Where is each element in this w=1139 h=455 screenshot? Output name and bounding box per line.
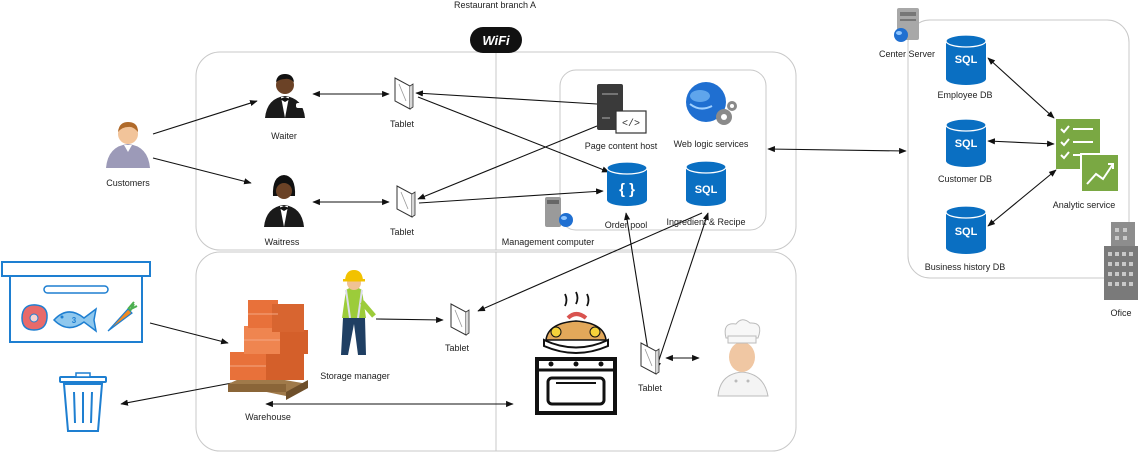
sql-database-icon: SQL bbox=[685, 160, 727, 206]
edge-warehouse-trash bbox=[120, 382, 233, 406]
sql-database-icon: SQL bbox=[945, 34, 987, 85]
wifi-icon: WiFi bbox=[470, 27, 522, 53]
edge-history-analytic bbox=[987, 169, 1057, 227]
edge-customers-waitress bbox=[152, 157, 252, 185]
food-supplies-box-icon: 3 bbox=[1, 261, 151, 343]
storage-worker-icon bbox=[341, 270, 376, 355]
branch-title: Restaurant branch A bbox=[454, 0, 536, 10]
order-pool-label: Order pool bbox=[605, 220, 648, 230]
edge-recipe-tablet-kitchen bbox=[655, 212, 709, 370]
waiter-label: Waiter bbox=[271, 131, 297, 141]
warehouse-boxes-icon bbox=[228, 300, 308, 400]
chef-icon bbox=[717, 319, 769, 397]
web-logic-label: Web logic services bbox=[674, 139, 749, 149]
json-database-icon: { } bbox=[606, 161, 648, 206]
customer-db-label: Customer DB bbox=[938, 174, 992, 184]
svg-text:3: 3 bbox=[72, 316, 77, 325]
globe-gears-icon bbox=[686, 82, 737, 125]
tablet-icon bbox=[640, 342, 660, 375]
server-tower-icon bbox=[894, 8, 919, 42]
office-building-icon bbox=[1104, 222, 1138, 300]
edge-pagehost-tablet-waitress bbox=[417, 125, 598, 200]
edge-customers-waiter bbox=[152, 100, 258, 135]
tablet-storage-label: Tablet bbox=[445, 343, 470, 353]
tablet-icon bbox=[396, 185, 416, 218]
edge-employee-analytic bbox=[987, 57, 1055, 119]
customers-label: Customers bbox=[106, 178, 150, 188]
edges bbox=[120, 57, 1057, 408]
svg-text:</>: </> bbox=[622, 118, 640, 130]
center-server-frame bbox=[907, 19, 1130, 279]
trash-bin-icon bbox=[59, 372, 107, 432]
edge-supplies-warehouse bbox=[149, 322, 229, 345]
edge-recipe-tablet-storage bbox=[477, 212, 703, 312]
sql-database-icon: SQL bbox=[945, 205, 987, 254]
analytics-checklist-icon bbox=[1056, 119, 1120, 193]
edge-customerdb-analytic bbox=[987, 138, 1055, 147]
svg-text:SQL: SQL bbox=[955, 226, 978, 238]
edge-tablet-waiter-orderpool bbox=[417, 96, 610, 173]
computer-tower-icon bbox=[545, 197, 573, 227]
center-server-label: Center Server bbox=[879, 49, 935, 59]
management-computer-label: Management computer bbox=[502, 237, 595, 247]
office-label: Ofice bbox=[1110, 308, 1131, 318]
svg-text:SQL: SQL bbox=[695, 184, 718, 196]
edge-storage-tablet bbox=[375, 316, 444, 323]
analytic-service-label: Analytic service bbox=[1053, 200, 1116, 210]
svg-text:WiFi: WiFi bbox=[482, 33, 510, 48]
warehouse-label: Warehouse bbox=[245, 412, 291, 422]
edge-orderpool-tablet-kitchen bbox=[624, 212, 653, 370]
server-code-icon: </> bbox=[597, 84, 647, 134]
tablet-icon bbox=[394, 77, 414, 110]
tablet-waitress-label: Tablet bbox=[390, 227, 415, 237]
business-history-db-label: Business history DB bbox=[925, 262, 1006, 272]
waiter-icon bbox=[265, 74, 306, 118]
tablet-kitchen-label: Tablet bbox=[638, 383, 663, 393]
employee-db-label: Employee DB bbox=[937, 90, 992, 100]
edge-tablet-waitress-orderpool bbox=[418, 188, 604, 204]
waitress-label: Waitress bbox=[265, 237, 300, 247]
svg-text:{ }: { } bbox=[619, 181, 635, 198]
sql-database-icon: SQL bbox=[945, 118, 987, 167]
edge-pagehost-tablet-waiter bbox=[415, 90, 598, 105]
tablet-icon bbox=[450, 303, 470, 336]
customer-person-icon bbox=[106, 122, 150, 168]
ingredient-recipe-label: Ingredient & Recipe bbox=[666, 217, 745, 227]
edge-branch-center bbox=[767, 146, 907, 154]
page-content-host-label: Page content host bbox=[585, 141, 658, 151]
storage-manager-label: Storage manager bbox=[320, 371, 390, 381]
waitress-icon bbox=[264, 175, 304, 227]
tablet-waiter-label: Tablet bbox=[390, 119, 415, 129]
svg-text:SQL: SQL bbox=[955, 138, 978, 150]
stove-dish-icon bbox=[535, 291, 617, 415]
svg-text:SQL: SQL bbox=[955, 54, 978, 66]
